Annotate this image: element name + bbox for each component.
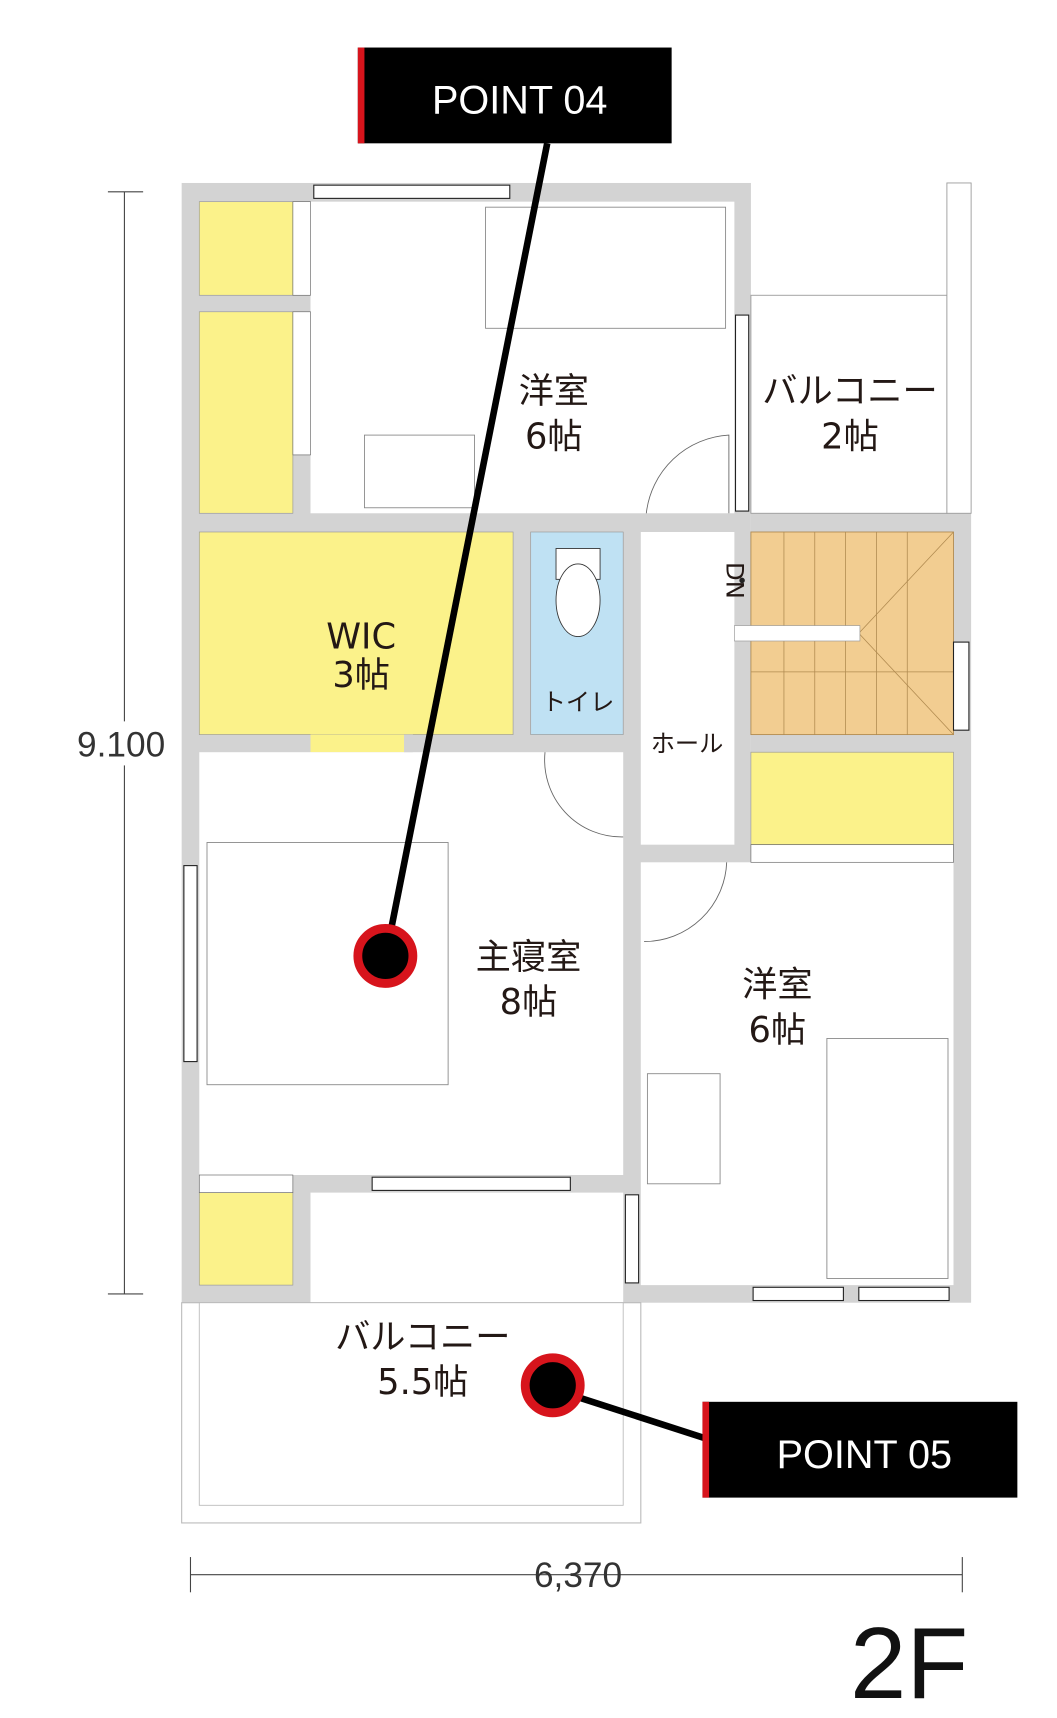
room-size: 3帖 (332, 655, 390, 696)
closet (198, 311, 294, 514)
room-label: 主寝室 (476, 937, 582, 978)
closet (198, 201, 294, 296)
horizontal-dimension-label: 6,370 (534, 1556, 622, 1595)
window (313, 184, 511, 199)
svg-text:POINT 04: POINT 04 (432, 79, 607, 123)
point-05-label[interactable]: POINT 05 (702, 1401, 1018, 1498)
point-05-marker[interactable] (520, 1353, 585, 1418)
room-label: ホール (651, 730, 724, 758)
room-label: バルコニー (762, 371, 937, 412)
closet (750, 751, 954, 846)
room-hall (640, 531, 735, 845)
room-size: 8帖 (500, 982, 558, 1023)
bed (206, 842, 449, 1086)
floor-label: 2F (850, 1607, 968, 1718)
stairs-label: DN (721, 562, 749, 599)
room-size: 2帖 (821, 416, 879, 457)
room-label: トイレ (542, 688, 615, 716)
svg-text:POINT 05: POINT 05 (777, 1433, 952, 1477)
room-label: 洋室 (742, 965, 812, 1006)
bed (485, 206, 727, 329)
point-04-marker[interactable] (353, 923, 418, 988)
room-label: WIC (326, 617, 396, 658)
horizontal-dimension (189, 1557, 963, 1593)
bed (826, 1038, 949, 1279)
desk (364, 434, 475, 509)
point-04-label[interactable]: POINT 04 (357, 47, 672, 144)
room-label: 洋室 (519, 371, 589, 412)
window (183, 865, 198, 1063)
room-size: 5.5帖 (377, 1362, 468, 1403)
vertical-dimension-label: 9.100 (77, 726, 165, 765)
room-western-top (310, 201, 735, 514)
closet (198, 1192, 294, 1286)
desk (646, 1073, 721, 1185)
room-size: 6帖 (525, 416, 583, 457)
toilet-icon (555, 548, 601, 638)
room-label: バルコニー (335, 1317, 510, 1358)
room-size: 6帖 (749, 1010, 807, 1051)
balcony-small-area (734, 182, 972, 514)
balcony-large-area (181, 1176, 642, 1524)
